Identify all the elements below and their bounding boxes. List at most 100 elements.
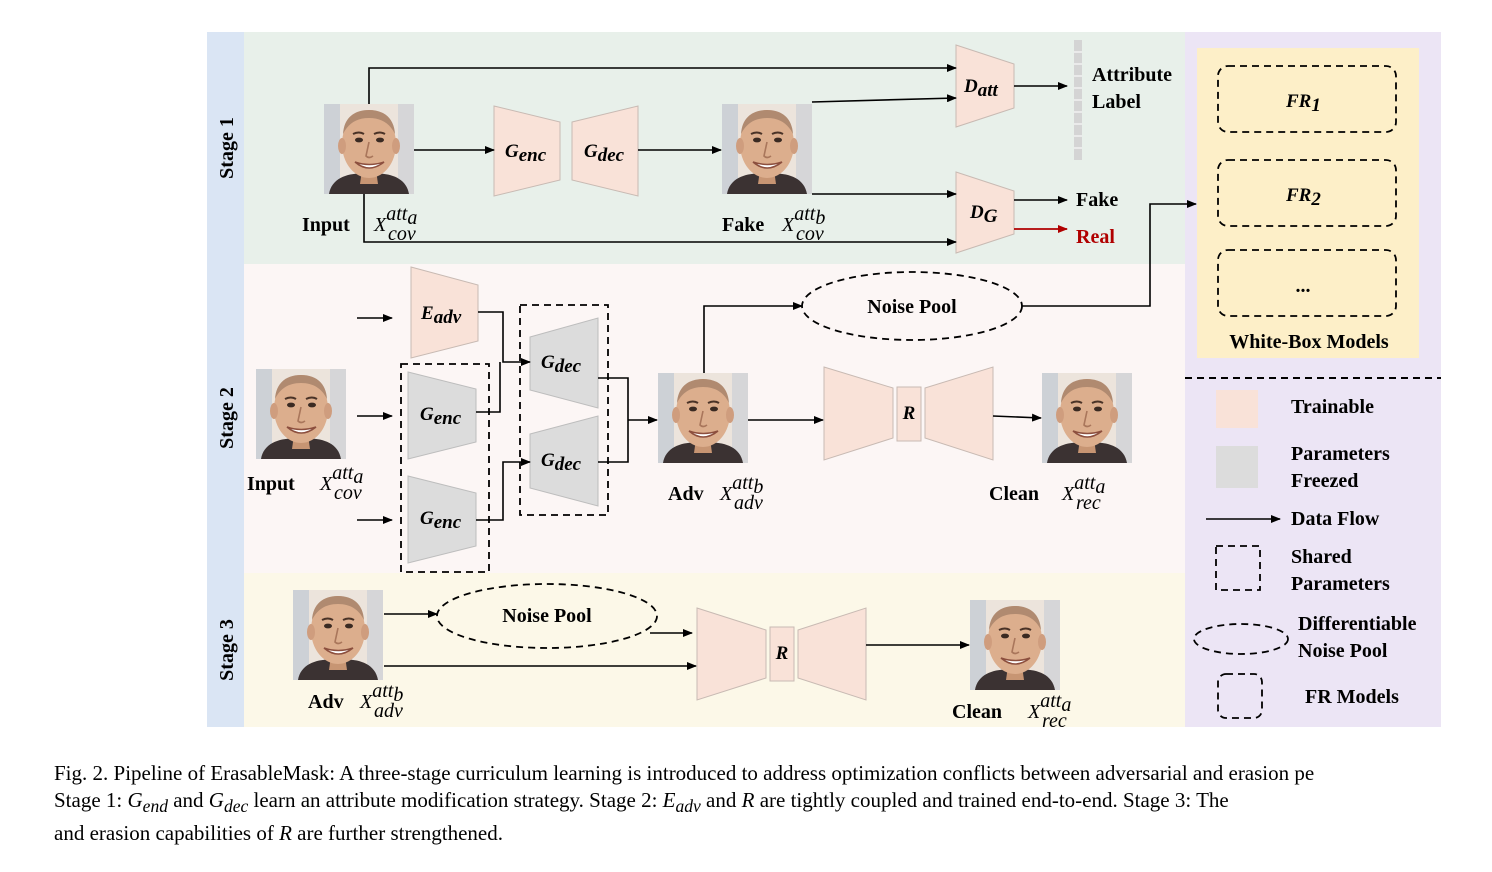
e-adv-to-g-dec-arrow: [478, 311, 531, 366]
stage3-r-decoder-half: [797, 607, 867, 701]
adv-label: Adv: [668, 483, 704, 505]
caption-line-2: Stage 1: Gend and Gdec learn an attribut…: [54, 788, 1229, 817]
input-face-image: [323, 103, 415, 195]
g-dec-decoder: [571, 105, 639, 197]
fr2-label: FR2: [1285, 185, 1321, 210]
noise-pool-stage3: [436, 583, 658, 649]
stage3-r-label: R: [775, 643, 789, 664]
noise-pool-stage2-label: Noise Pool: [867, 296, 957, 318]
attribute-label-line1: Attribute: [1092, 64, 1172, 86]
stage3-r-bottleneck: [769, 626, 795, 682]
fake-face-image: [721, 103, 813, 195]
legend-fr-models-box: [1217, 673, 1263, 719]
figure-caption: Fig. 2. Pipeline of ErasableMask: A thre…: [54, 760, 1492, 847]
stage-label-column: [207, 32, 244, 727]
legend-noise-pool-label-line2: Noise Pool: [1298, 640, 1388, 662]
e-adv-encoder: [410, 266, 479, 359]
stage2-input-label: Input: [247, 473, 295, 495]
input-label: Input: [302, 214, 350, 236]
input-to-d-g-arrow: [363, 194, 957, 246]
fr-more-box: [1217, 249, 1397, 317]
stage-2-title: Stage 2: [216, 387, 238, 449]
legend-shared-label-line2: Parameters: [1291, 573, 1390, 595]
fake-label: Fake: [722, 214, 764, 236]
white-box-models: FR1 FR2 ... White-Box Models: [1217, 65, 1397, 353]
legend-noise-pool-ellipse: [1193, 623, 1289, 655]
fake-to-d-att-arrow: [811, 94, 957, 103]
r-decoder-half: [924, 366, 994, 461]
legend-noise-pool-label-line1: Differentiable: [1298, 613, 1417, 635]
shared-g-enc-box: [400, 363, 490, 573]
g-enc-frozen-2-label: Genc: [420, 508, 462, 533]
clean-label: Clean: [989, 483, 1039, 505]
stage2-input-face-image: [255, 368, 347, 460]
caption-line-3: and erasion capabilities of R are furthe…: [54, 821, 503, 846]
g-enc-2-to-g-dec-arrow: [476, 458, 531, 521]
attribute-vector-ticks: [1074, 51, 1082, 149]
e-adv-label: Eadv: [420, 303, 462, 328]
d-g-discriminator: [955, 171, 1015, 254]
r-encoder-half: [823, 366, 894, 461]
real-output-label: Real: [1076, 226, 1115, 248]
white-box-panel: [1197, 48, 1419, 358]
g-dec-label: Gdec: [584, 141, 625, 166]
stage3-adv-label: Adv: [308, 691, 344, 713]
stage3-r-encoder-half: [696, 607, 767, 701]
legend-frozen-swatch: [1216, 446, 1258, 488]
legend-shared-box: [1215, 545, 1261, 591]
stage-1-title: Stage 1: [216, 117, 238, 179]
adv-face-image: [657, 372, 749, 464]
g-enc-frozen-2: [407, 475, 477, 564]
legend-shared-label-line1: Shared: [1291, 546, 1352, 568]
fake-output-label: Fake: [1076, 189, 1118, 211]
g-enc-1-to-g-dec-line: [476, 362, 501, 413]
fr-more-label: ...: [1296, 275, 1311, 297]
legend-frozen-label-line2: Freezed: [1291, 470, 1358, 492]
legend: Trainable Parameters Freezed Data Flow S…: [1193, 390, 1417, 719]
fr2-box: [1217, 159, 1397, 227]
legend-data-flow-label: Data Flow: [1291, 508, 1380, 530]
stage-3-title: Stage 3: [216, 619, 238, 681]
clean-face-image: [1041, 372, 1133, 464]
g-enc-encoder: [493, 105, 561, 197]
legend-trainable-label: Trainable: [1291, 396, 1374, 418]
adv-to-noise-pool-arrow: [703, 302, 803, 373]
d-att-label: Datt: [963, 76, 999, 101]
shared-g-dec-box: [519, 304, 609, 516]
fr1-box: [1217, 65, 1397, 133]
g-dec-frozen-1-label: Gdec: [541, 352, 582, 377]
legend-fr-models-label: FR Models: [1305, 686, 1399, 708]
white-box-models-label: White-Box Models: [1229, 331, 1389, 353]
g-dec-frozen-2-label: Gdec: [541, 450, 582, 475]
g-enc-frozen-1-label: Genc: [420, 404, 462, 429]
input-to-d-att-arrow: [368, 64, 957, 104]
legend-trainable-swatch: [1216, 390, 1258, 428]
g-enc-label: Genc: [505, 141, 547, 166]
r-label: R: [902, 403, 916, 424]
legend-frozen-label-line1: Parameters: [1291, 443, 1390, 465]
stage3-adv-face-image: [292, 589, 384, 681]
r-to-clean-arrow: [992, 413, 1042, 422]
noise-pool-stage3-label: Noise Pool: [502, 605, 592, 627]
g-dec-frozen-2: [529, 415, 599, 507]
fr1-label: FR1: [1285, 91, 1321, 116]
noise-pool-to-fr-arrow: [1022, 200, 1197, 307]
caption-line-1: Fig. 2. Pipeline of ErasableMask: A thre…: [54, 761, 1315, 785]
attribute-label-line2: Label: [1092, 91, 1141, 113]
g-dec-frozen-1: [529, 317, 599, 409]
stage3-clean-label: Clean: [952, 701, 1002, 723]
stage3-clean-face-image: [969, 599, 1061, 691]
r-bottleneck: [896, 386, 922, 442]
g-enc-frozen-1: [407, 371, 477, 460]
d-g-label: DG: [969, 202, 998, 227]
